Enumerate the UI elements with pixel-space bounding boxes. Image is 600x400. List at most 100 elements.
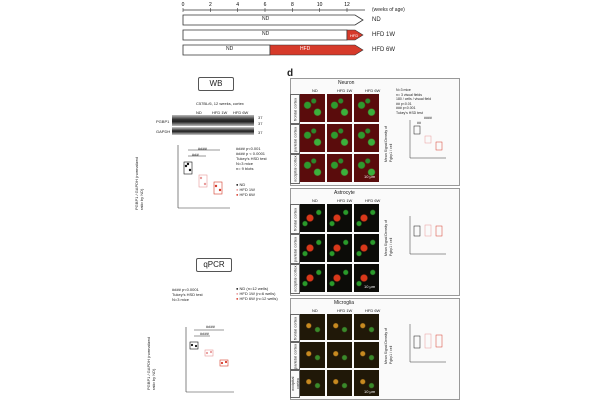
wb-stat-line: Tukey's HSD test — [236, 156, 267, 161]
qpcr-stat-line: #### p<0.0001 — [172, 287, 199, 292]
astrocyte-row-occipital: occipital cortex — [290, 264, 300, 294]
qpcr-box-nd — [189, 341, 199, 350]
neuron-title: Neuron — [338, 80, 355, 86]
microglia-title: Microglia — [334, 300, 355, 306]
microglia-image — [354, 314, 379, 340]
neuron-stat-line: N=3 mice — [396, 88, 411, 92]
astrocyte-image — [354, 234, 379, 262]
wb-lane-hfd6w: HFD 6W — [233, 110, 249, 115]
astrocyte-col-hfd1w: HFD 1W — [337, 198, 353, 203]
microglia-boxplot — [409, 324, 446, 363]
wb-blot-pgbp1 — [172, 115, 254, 126]
astrocyte-image — [354, 264, 379, 292]
astrocyte-ylabel: Mean Signal Density of Pgbp1 / cell — [384, 220, 393, 256]
wb-mw-1: 37 — [258, 115, 263, 120]
microglia-image — [327, 314, 352, 340]
timeline-tick-label: 0 — [182, 2, 185, 8]
timeline-row-label-hfd6w: HFD 6W — [372, 47, 395, 53]
timeline-row-label-hfd1w: HFD 1W — [372, 32, 395, 38]
nd-arrow — [182, 14, 364, 26]
microglia-row-occipital: occipital cortex — [290, 370, 300, 398]
astrocyte-image — [327, 264, 352, 292]
timeline-tick-label: 10 — [317, 2, 323, 8]
wb-legend: ● ND ● HFD 1W ● HFD 6W — [236, 182, 255, 197]
astrocyte-title: Astrocyte — [334, 190, 355, 196]
astrocyte-image — [354, 204, 379, 232]
wb-blot-gapdh — [172, 127, 254, 135]
neuron-mark-1: #### — [424, 116, 432, 120]
neuron-stat-line: ## p<0.01 — [396, 101, 412, 106]
neuron-image — [354, 94, 379, 122]
wb-mw-3: 37 — [258, 130, 263, 135]
neuron-col-hfd6w: HFD 6W — [365, 88, 381, 93]
wb-legend-hfd6w: ● HFD 6W — [236, 192, 255, 197]
neuron-stat-line: ### p<0.001 — [396, 106, 416, 110]
qpcr-legend-nd: ● ND (n=12 wells) — [236, 286, 269, 291]
neuron-row-occipital: occipital cortex — [290, 154, 300, 184]
qpcr-stats: #### p<0.0001 Tukey's HSD test N=3 mice — [172, 287, 203, 302]
microglia-image — [300, 370, 325, 396]
wb-mw-2: 37 — [258, 121, 263, 126]
neuron-image — [300, 94, 325, 122]
microglia-image — [300, 314, 325, 340]
hfd6w-hfd-segment — [269, 44, 364, 56]
timeline-tick-label: 6 — [264, 2, 267, 8]
microglia-image — [354, 370, 379, 396]
timeline-tick-label: 12 — [344, 2, 350, 8]
astrocyte-image — [327, 234, 352, 262]
neuron-ylabel: Mean Signal Density of Pgbp1 / cell — [384, 126, 393, 162]
neuron-mark-2: ## — [417, 121, 421, 125]
microglia-image — [354, 342, 379, 368]
microglia-col-nd: ND — [312, 308, 318, 313]
timeline-unit-label: (weeks of age) — [372, 7, 405, 13]
wb-lane-nd: ND — [196, 110, 202, 115]
neuron-image — [354, 154, 379, 182]
qpcr-sig-1: #### — [206, 324, 215, 329]
astrocyte-image — [300, 204, 325, 232]
wb-stat-line: N=3 mice — [236, 161, 254, 166]
neuron-image — [300, 124, 325, 152]
wb-stat-line: n= 9 blots — [236, 166, 254, 171]
neuron-row-frontal: frontal cortex — [290, 94, 300, 124]
nd-arrow-text: ND — [262, 16, 270, 22]
neuron-stats: N=3 mice n= 3 visual fields 180 / cells … — [396, 88, 431, 115]
qpcr-sig-2: #### — [200, 331, 209, 336]
wb-section-title: WB — [198, 77, 234, 91]
microglia-image — [327, 342, 352, 368]
wb-row-label-pgbp1: PGBP1 — [156, 119, 170, 124]
neuron-row-parietal: parietal cortex — [290, 124, 300, 154]
astrocyte-image — [300, 234, 325, 262]
microglia-ylabel: Mean Signal Density of Pgbp1 / cell — [384, 328, 393, 364]
hfd6w-hfd-text: HFD — [300, 46, 311, 52]
astrocyte-image — [327, 204, 352, 232]
wb-legend-hfd1w: ● HFD 1W — [236, 187, 255, 192]
neuron-col-nd: ND — [312, 88, 318, 93]
wb-box-hfd6w — [213, 181, 223, 195]
neuron-image — [327, 124, 352, 152]
microglia-row-parietal: parietal cortex — [290, 342, 300, 370]
wb-stat-line: #### p<0.001 — [236, 146, 261, 151]
timeline-row-label-nd: ND — [372, 17, 381, 23]
qpcr-stat-line: N=3 mice — [172, 297, 190, 302]
qpcr-legend: ● ND (n=12 wells) ● HFD 1W (n=6 wells) ●… — [236, 286, 278, 301]
hfd6w-arrow-text: ND — [226, 46, 234, 52]
neuron-col-hfd1w: HFD 1W — [337, 88, 353, 93]
microglia-image — [300, 342, 325, 368]
qpcr-section-title: qPCR — [196, 258, 232, 272]
qpcr-legend-hfd6w: ● HFD 6W (n=12 wells) — [236, 296, 278, 301]
hfd1w-arrow-text: ND — [262, 31, 270, 37]
qpcr-stat-line: Tukey's HSD test — [172, 292, 203, 297]
neuron-image — [354, 124, 379, 152]
neuron-boxplot — [409, 120, 446, 159]
wb-sig-1: #### — [198, 146, 207, 151]
qpcr-box-hfd1w — [204, 349, 214, 357]
qpcr-boxplot — [185, 327, 234, 393]
neuron-stat-line: n= 3 visual fields — [396, 92, 422, 97]
neuron-scale: 10 μm — [364, 174, 376, 179]
hfd1w-hfd-segment — [346, 29, 364, 41]
wb-lane-hfd1w: HFD 1W — [212, 110, 228, 115]
panel-d-letter: d — [287, 68, 294, 79]
astrocyte-row-parietal: parietal cortex — [290, 234, 300, 264]
microglia-image — [327, 370, 352, 396]
